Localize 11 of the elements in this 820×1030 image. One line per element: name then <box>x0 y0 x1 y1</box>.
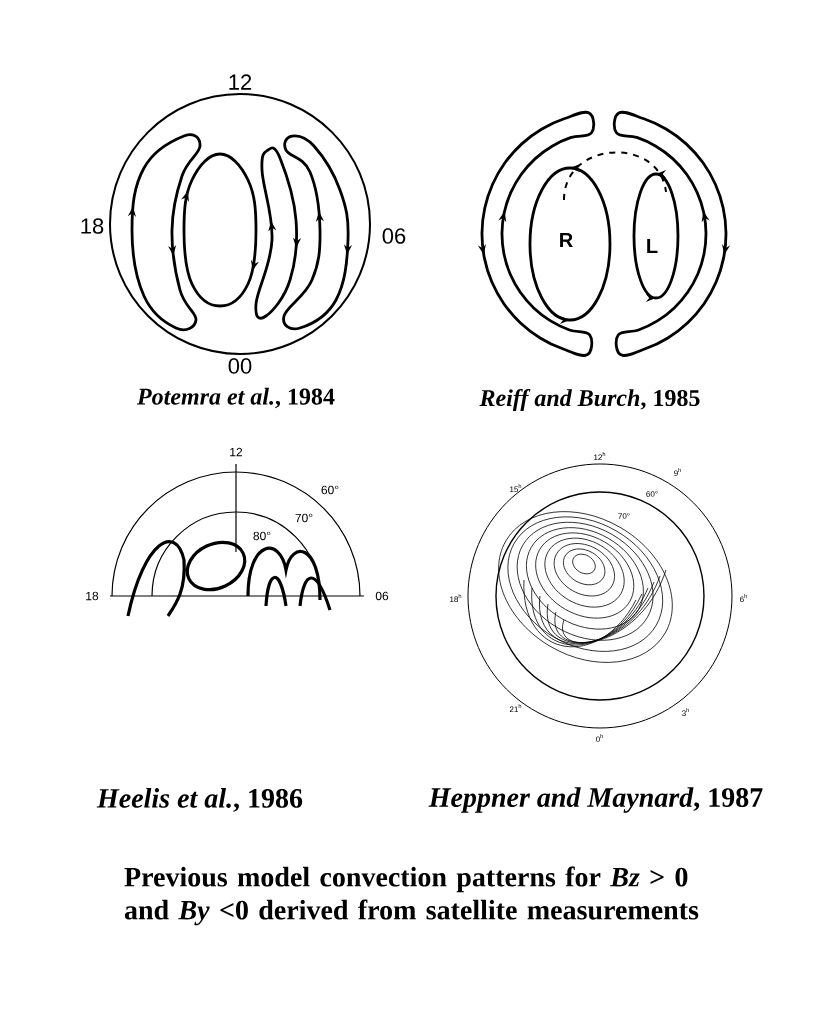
clock-label: 18 <box>81 218 104 234</box>
clock-label: 12 <box>229 74 252 90</box>
panel-caption: Heppner and Maynard, 1987 <box>428 787 763 813</box>
cell-label: L <box>647 239 658 253</box>
clock-label: 00 <box>228 358 252 374</box>
panel-caption: Potemra et al., 1984 <box>137 387 335 409</box>
figure-caption: Previous model convection patterns for Bz > 0 and By <0 derived from satellite measurements <box>124 866 699 926</box>
panel-caption: Reiff and Burch, 1985 <box>479 389 700 411</box>
panel-caption: Heelis et al., 1986 <box>96 788 303 812</box>
cell-label: R <box>560 233 573 247</box>
clock-label: 06 <box>382 228 406 244</box>
